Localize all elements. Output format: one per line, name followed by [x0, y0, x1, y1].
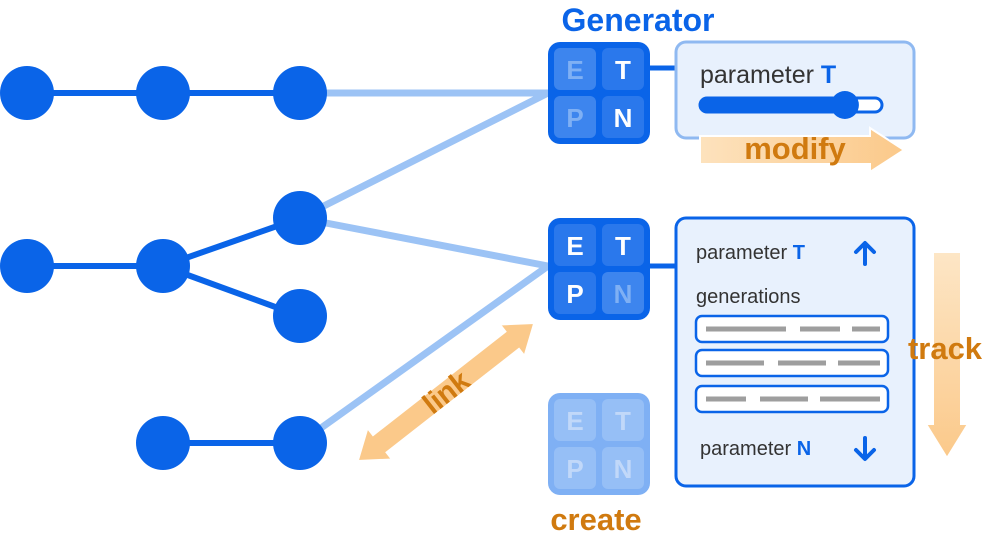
edge-tree2-generator1: [296, 89, 552, 222]
arrow-down-icon: [854, 436, 876, 461]
tree-node[interactable]: [273, 289, 327, 343]
slider-fill: [700, 98, 845, 112]
track-arrow-shape: [924, 251, 970, 460]
modify-param-letter: T: [821, 61, 836, 89]
tile-letter-p: P: [566, 454, 583, 484]
tree-node[interactable]: [273, 66, 327, 120]
link-arrow-shape: [356, 321, 536, 463]
tree-node[interactable]: [136, 66, 190, 120]
arrow-up-icon: [854, 241, 876, 266]
tile-t-active: [602, 48, 644, 90]
tree-node[interactable]: [273, 416, 327, 470]
modify-param-label: parameter T: [700, 61, 836, 89]
tile-e-dim: [554, 48, 596, 90]
modify-arrow-shape: [699, 126, 906, 174]
tree-3: [136, 416, 327, 470]
tile-letter-p: P: [566, 103, 583, 133]
tree-1: [0, 66, 327, 120]
track-param-top-letter: T: [793, 242, 805, 264]
create-label: create: [550, 502, 641, 536]
modify-panel: parameter T: [674, 40, 916, 140]
tile-letter-e: E: [566, 55, 583, 85]
generator-title: Generator: [562, 2, 715, 38]
track-panel: parameter T generations parameter: [674, 216, 916, 488]
tile-e-active: [554, 224, 596, 266]
track-label: track: [908, 331, 983, 366]
generator-2[interactable]: E T P N: [548, 218, 650, 320]
tree-node[interactable]: [136, 239, 190, 293]
tile-letter-n: N: [614, 279, 633, 309]
tile-letter-t: T: [615, 231, 631, 261]
tile-letter-e: E: [566, 231, 583, 261]
generator-3-new[interactable]: E T P N: [548, 393, 650, 495]
tile-letter-t: T: [615, 406, 631, 436]
tile-p-active: [554, 272, 596, 314]
generation-item[interactable]: [694, 314, 890, 344]
tile-p-dim: [554, 96, 596, 138]
tile-letter-p: P: [566, 279, 583, 309]
edge-tree2-generator2: [296, 214, 552, 270]
tree-node[interactable]: [0, 66, 54, 120]
edge-tree3-generator2: [296, 262, 552, 447]
modify-panel-box: [674, 40, 916, 140]
generation-item[interactable]: [694, 384, 890, 414]
tile-t-active: [602, 224, 644, 266]
tile-letter-n: N: [614, 103, 633, 133]
slider-knob[interactable]: [830, 91, 859, 119]
tile-letter-e: E: [566, 406, 583, 436]
track-param-bottom-letter: N: [797, 438, 811, 460]
tile-n-dim: [602, 272, 644, 314]
tile-letter-t: T: [615, 55, 631, 85]
modify-arrow: modify: [699, 126, 906, 174]
tree-node[interactable]: [273, 191, 327, 245]
tree-node[interactable]: [136, 416, 190, 470]
track-param-top-label: parameter T: [696, 242, 805, 264]
track-arrow: track: [908, 251, 983, 460]
tree-2: [0, 191, 327, 343]
generation-item[interactable]: [694, 348, 890, 378]
generations-label: generations: [696, 286, 801, 308]
track-param-bottom-label: parameter N: [700, 438, 811, 460]
tile-n-active: [602, 96, 644, 138]
parameter-slider[interactable]: [698, 91, 884, 119]
tile-letter-n: N: [614, 454, 633, 484]
generator-1[interactable]: E T P N: [548, 42, 650, 144]
link-edges: [296, 89, 552, 447]
tree-node[interactable]: [0, 239, 54, 293]
modify-label: modify: [744, 131, 846, 166]
